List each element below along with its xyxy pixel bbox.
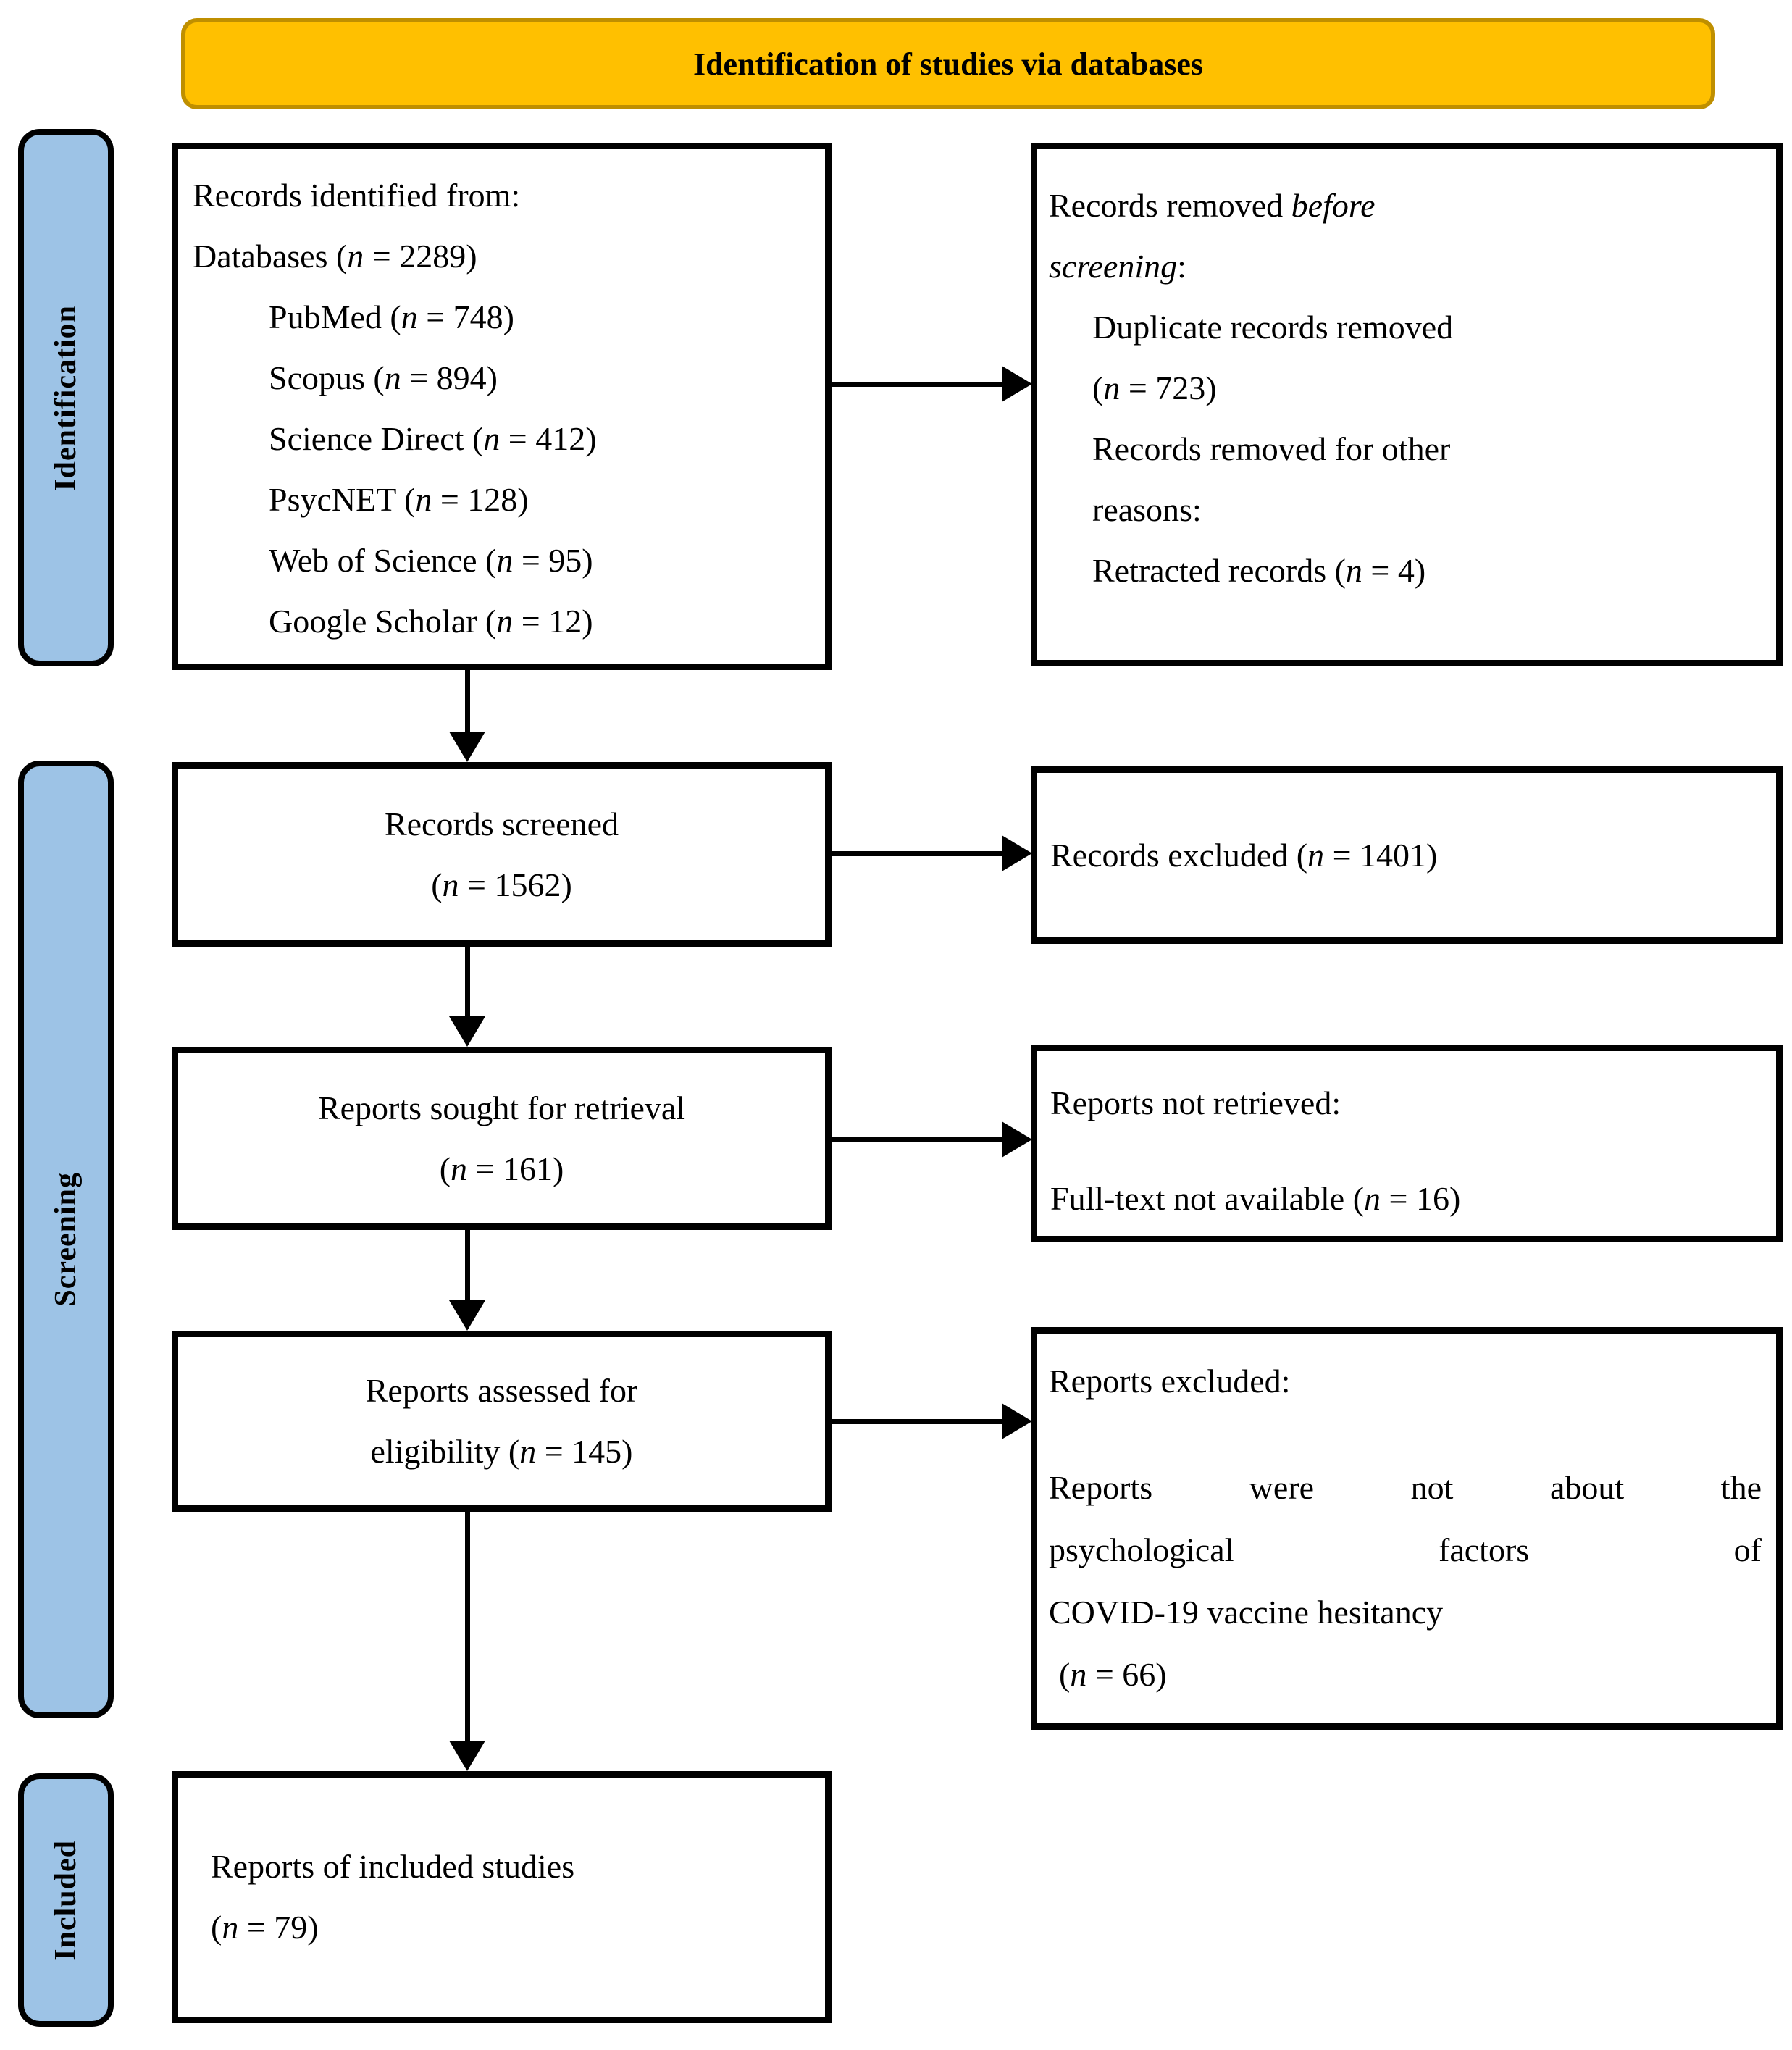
arrowhead-right-icon <box>1002 1121 1032 1158</box>
text-line: COVID-19 vaccine hesitancy <box>1049 1594 1444 1631</box>
text-line: PubMed (n = 748) <box>269 298 514 335</box>
box-records-screened: Records screened (n = 1562) <box>172 762 832 947</box>
stage-label-included: Included <box>18 1773 114 2027</box>
text-line: (n = 66) <box>1059 1656 1167 1693</box>
text-line: Records screened <box>384 805 619 842</box>
text-line: (n = 723) <box>1092 369 1217 406</box>
text-line: Web of Science (n = 95) <box>269 542 593 579</box>
box-reports-sought-for-retrieval: Reports sought for retrieval (n = 161) <box>172 1047 832 1230</box>
arrow-line-assessed-to-repexcluded <box>831 1419 1003 1424</box>
text-line: eligibility (n = 145) <box>370 1433 633 1470</box>
text-line: (n = 79) <box>211 1909 319 1946</box>
text-line: Reports excluded: <box>1049 1363 1291 1400</box>
box-reports-not-retrieved: Reports not retrieved: Full-text not ava… <box>1031 1045 1783 1242</box>
arrow-line-sought-to-notretrieved <box>831 1137 1003 1142</box>
text-line: (n = 1562) <box>431 866 572 903</box>
stage-label-screening-text: Screening <box>49 1172 83 1307</box>
arrowhead-right-icon <box>1002 1403 1032 1439</box>
text-line: Google Scholar (n = 12) <box>269 603 593 640</box>
arrowhead-down-icon <box>449 732 485 762</box>
text-line: Full-text not available (n = 16) <box>1050 1180 1461 1217</box>
arrowhead-down-icon <box>449 1741 485 1771</box>
text-line: Science Direct (n = 412) <box>269 420 597 457</box>
text-line: psychological factors of <box>1049 1531 1762 1568</box>
text-line: Reports sought for retrieval <box>317 1089 686 1126</box>
arrow-line-screened-to-sought <box>465 947 470 1018</box>
box-reports-assessed-for-eligibility: Reports assessed for eligibility (n = 14… <box>172 1331 832 1512</box>
text-line: (n = 161) <box>439 1150 564 1187</box>
box-records-excluded: Records excluded (n = 1401) <box>1031 766 1783 944</box>
banner-identification-of-studies: Identification of studies via databases <box>181 18 1715 109</box>
text-line: Retracted records (n = 4) <box>1092 552 1426 589</box>
arrow-line-identified-to-removed <box>831 382 1003 387</box>
arrow-line-screened-to-excluded <box>831 851 1003 856</box>
arrow-line-sought-to-assessed <box>465 1229 470 1302</box>
text-line: Scopus (n = 894) <box>269 359 498 396</box>
stage-label-identification: Identification <box>18 129 114 666</box>
text-line: Databases (n = 2289) <box>193 238 477 275</box>
arrowhead-down-icon <box>449 1300 485 1331</box>
box-records-identified: Records identified from: Databases (n = … <box>172 143 832 670</box>
arrow-line-identified-to-screened <box>465 670 470 733</box>
text-line: Reports not retrieved: <box>1050 1084 1341 1121</box>
text-line: reasons: <box>1092 491 1202 528</box>
box-records-removed-before-screening: Records removed before screening: Duplic… <box>1031 143 1783 666</box>
text-line: screening: <box>1049 248 1186 285</box>
text-line: Reports of included studies <box>211 1848 575 1885</box>
stage-label-screening: Screening <box>18 761 114 1718</box>
text-line: Reports assessed for <box>365 1372 638 1409</box>
banner-title: Identification of studies via databases <box>692 46 1204 82</box>
text-line: Records removed before <box>1049 187 1376 224</box>
text-line: PsycNET (n = 128) <box>269 481 529 518</box>
box-reports-excluded: Reports excluded: Reports were not about… <box>1031 1327 1783 1730</box>
text-line: Reports were not about the <box>1049 1469 1762 1506</box>
text-line: Duplicate records removed <box>1092 309 1454 346</box>
arrowhead-right-icon <box>1002 835 1032 871</box>
stage-label-included-text: Included <box>49 1839 83 1961</box>
text-line: Records identified from: <box>193 177 521 214</box>
arrowhead-down-icon <box>449 1016 485 1047</box>
stage-label-identification-text: Identification <box>49 304 83 491</box>
text-line: Records excluded (n = 1401) <box>1050 836 1438 874</box>
text-line: Records removed for other <box>1092 430 1451 467</box>
box-reports-of-included-studies: Reports of included studies (n = 79) <box>172 1771 832 2023</box>
arrow-line-assessed-to-included <box>465 1512 470 1742</box>
arrowhead-right-icon <box>1002 366 1032 402</box>
